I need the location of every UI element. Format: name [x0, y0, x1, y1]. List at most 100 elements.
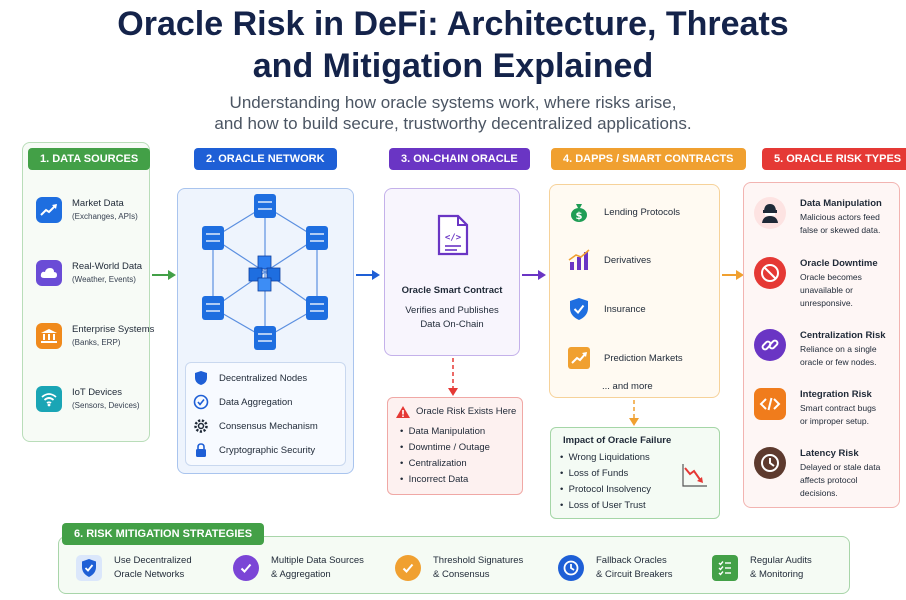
gear-icon [194, 419, 208, 433]
chart-up-icon [36, 197, 62, 223]
server-node-icons [202, 194, 328, 350]
feature-label: Data Aggregation [219, 396, 293, 408]
downtrend-icon [682, 464, 707, 487]
mitigation-label: Use Decentralized [114, 555, 192, 566]
onchain-oracle-tag: 3. ON-CHAIN ORACLE [389, 148, 530, 170]
checklist-icon [712, 555, 738, 581]
feature-label: Consensus Mechanism [219, 420, 318, 432]
risk-title: Latency Risk [800, 448, 859, 459]
contract-desc-line2: Data On-Chain [420, 319, 484, 330]
dapps-tag: 4. DAPPS / SMART CONTRACTS [551, 148, 746, 170]
bar-chart-icon [566, 247, 592, 273]
money-bag-icon: $ [566, 199, 592, 225]
source-title: Real-World Data [72, 261, 143, 272]
source-subtitle: (Weather, Events) [72, 275, 136, 284]
source-title: IoT Devices [72, 387, 122, 398]
dashed-arrow-to-risk-box [448, 358, 458, 396]
arrow-sources-to-network [152, 270, 176, 280]
risk-desc: or improper setup. [800, 416, 869, 426]
risk-types-tag: 5. ORACLE RISK TYPES [762, 148, 906, 170]
dapp-lending-protocols: $ Lending Protocols [566, 199, 680, 225]
mitigation-label: Multiple Data Sources [271, 555, 364, 566]
check-circle-icon [233, 555, 259, 581]
dapp-insurance: Insurance [566, 296, 646, 322]
page-title-line2: and Mitigation Explained [252, 47, 654, 85]
risk-box-title: Oracle Risk Exists Here [416, 406, 517, 417]
source-subtitle: (Exchanges, APIs) [72, 212, 138, 221]
risk-desc: Malicious actors feed [800, 212, 880, 222]
mitigation-threshold-signatures: Threshold Signatures & Consensus [395, 554, 523, 582]
no-signal-icon [754, 257, 786, 289]
list-item: • Data Manipulation [400, 426, 486, 437]
data-sources-tag: 1. DATA SOURCES [28, 148, 151, 170]
arrow-dapps-to-risks [722, 270, 744, 280]
contract-desc-line1: Verifies and Publishes [405, 305, 499, 316]
source-subtitle: (Banks, ERP) [72, 338, 121, 347]
mitigation-fallback-oracles: Fallback Oracles & Circuit Breakers [558, 554, 673, 582]
mitigation-label: Oracle Networks [114, 569, 185, 580]
check-circle-icon [193, 394, 209, 410]
risk-title: Centralization Risk [800, 330, 886, 341]
risk-desc: unresponsive. [800, 298, 853, 308]
list-item: • Centralization [400, 458, 467, 469]
feature-consensus-mechanism: Consensus Mechanism [193, 418, 318, 434]
risk-desc: decisions. [800, 488, 838, 498]
node-network-graphic [202, 194, 328, 350]
source-iot-devices: IoT Devices (Sensors, Devices) [36, 386, 140, 412]
mitigation-label: Regular Audits [750, 555, 812, 566]
source-title: Market Data [72, 198, 124, 209]
dapp-prediction-markets: Prediction Markets [566, 345, 683, 371]
risk-desc: oracle or few nodes. [800, 357, 877, 367]
cloud-icon [36, 260, 62, 286]
dapp-derivatives: Derivatives [566, 247, 651, 273]
list-item: • Protocol Insolvency [560, 484, 651, 495]
list-item: • Loss of Funds [560, 468, 629, 479]
contract-title: Oracle Smart Contract [401, 285, 503, 296]
mitigation-multiple-sources: Multiple Data Sources & Aggregation [233, 554, 364, 582]
list-item: • Wrong Liquidations [560, 452, 650, 463]
mitigation-tag: 6. RISK MITIGATION STRATEGIES [62, 523, 265, 545]
page-subtitle-line2: and how to build secure, trustworthy dec… [214, 114, 692, 133]
page-title: Oracle Risk in DeFi: Architecture, Threa… [117, 5, 789, 43]
dashed-arrow-to-impact-box [629, 400, 639, 426]
risk-desc: Reliance on a single [800, 344, 877, 354]
cube-cluster-icon [248, 255, 281, 292]
wifi-icon [36, 386, 62, 412]
arrow-onchain-to-dapps [522, 270, 546, 280]
page-subtitle: Understanding how oracle systems work, w… [229, 93, 677, 112]
feature-decentralized-nodes: Decentralized Nodes [193, 370, 307, 386]
trend-chart-icon [566, 345, 592, 371]
mitigation-label: & Consensus [433, 569, 490, 580]
dapp-label: Insurance [604, 303, 646, 315]
dapp-label: Lending Protocols [604, 206, 681, 218]
dapps-more: ... and more [602, 381, 653, 392]
source-enterprise-systems: Enterprise Systems (Banks, ERP) [36, 323, 154, 349]
risk-desc: Smart contract bugs [800, 403, 877, 413]
source-real-world-data: Real-World Data (Weather, Events) [36, 260, 142, 286]
impact-title: Impact of Oracle Failure [563, 435, 672, 446]
risk-title: Data Manipulation [800, 198, 882, 209]
dapp-label: Prediction Markets [604, 352, 683, 364]
check-circle-icon [395, 555, 421, 581]
clock-icon [754, 447, 786, 479]
lock-icon [196, 443, 206, 457]
impact-list: • Wrong Liquidations • Loss of Funds • P… [560, 450, 651, 514]
mitigation-regular-audits: Regular Audits & Monitoring [712, 554, 812, 582]
list-item: • Loss of User Trust [560, 500, 646, 511]
link-icon [754, 329, 786, 361]
risk-desc: Delayed or stale data [800, 462, 881, 472]
feature-label: Cryptographic Security [219, 444, 316, 456]
feature-data-aggregation: Data Aggregation [193, 394, 292, 410]
source-subtitle: (Sensors, Devices) [72, 401, 140, 410]
risk-desc: unavailable or [800, 285, 853, 295]
mitigation-label: & Monitoring [750, 569, 804, 580]
risk-desc: affects protocol [800, 475, 858, 485]
code-icon [754, 388, 786, 420]
code-document-icon: </> [437, 214, 469, 256]
network-features-box [185, 362, 346, 466]
mitigation-label: & Circuit Breakers [596, 569, 673, 580]
dapp-label: Derivatives [604, 254, 651, 266]
shield-check-icon [76, 555, 102, 581]
mitigation-decentralized-networks: Use Decentralized Oracle Networks [76, 554, 192, 582]
source-title: Enterprise Systems [72, 324, 155, 335]
